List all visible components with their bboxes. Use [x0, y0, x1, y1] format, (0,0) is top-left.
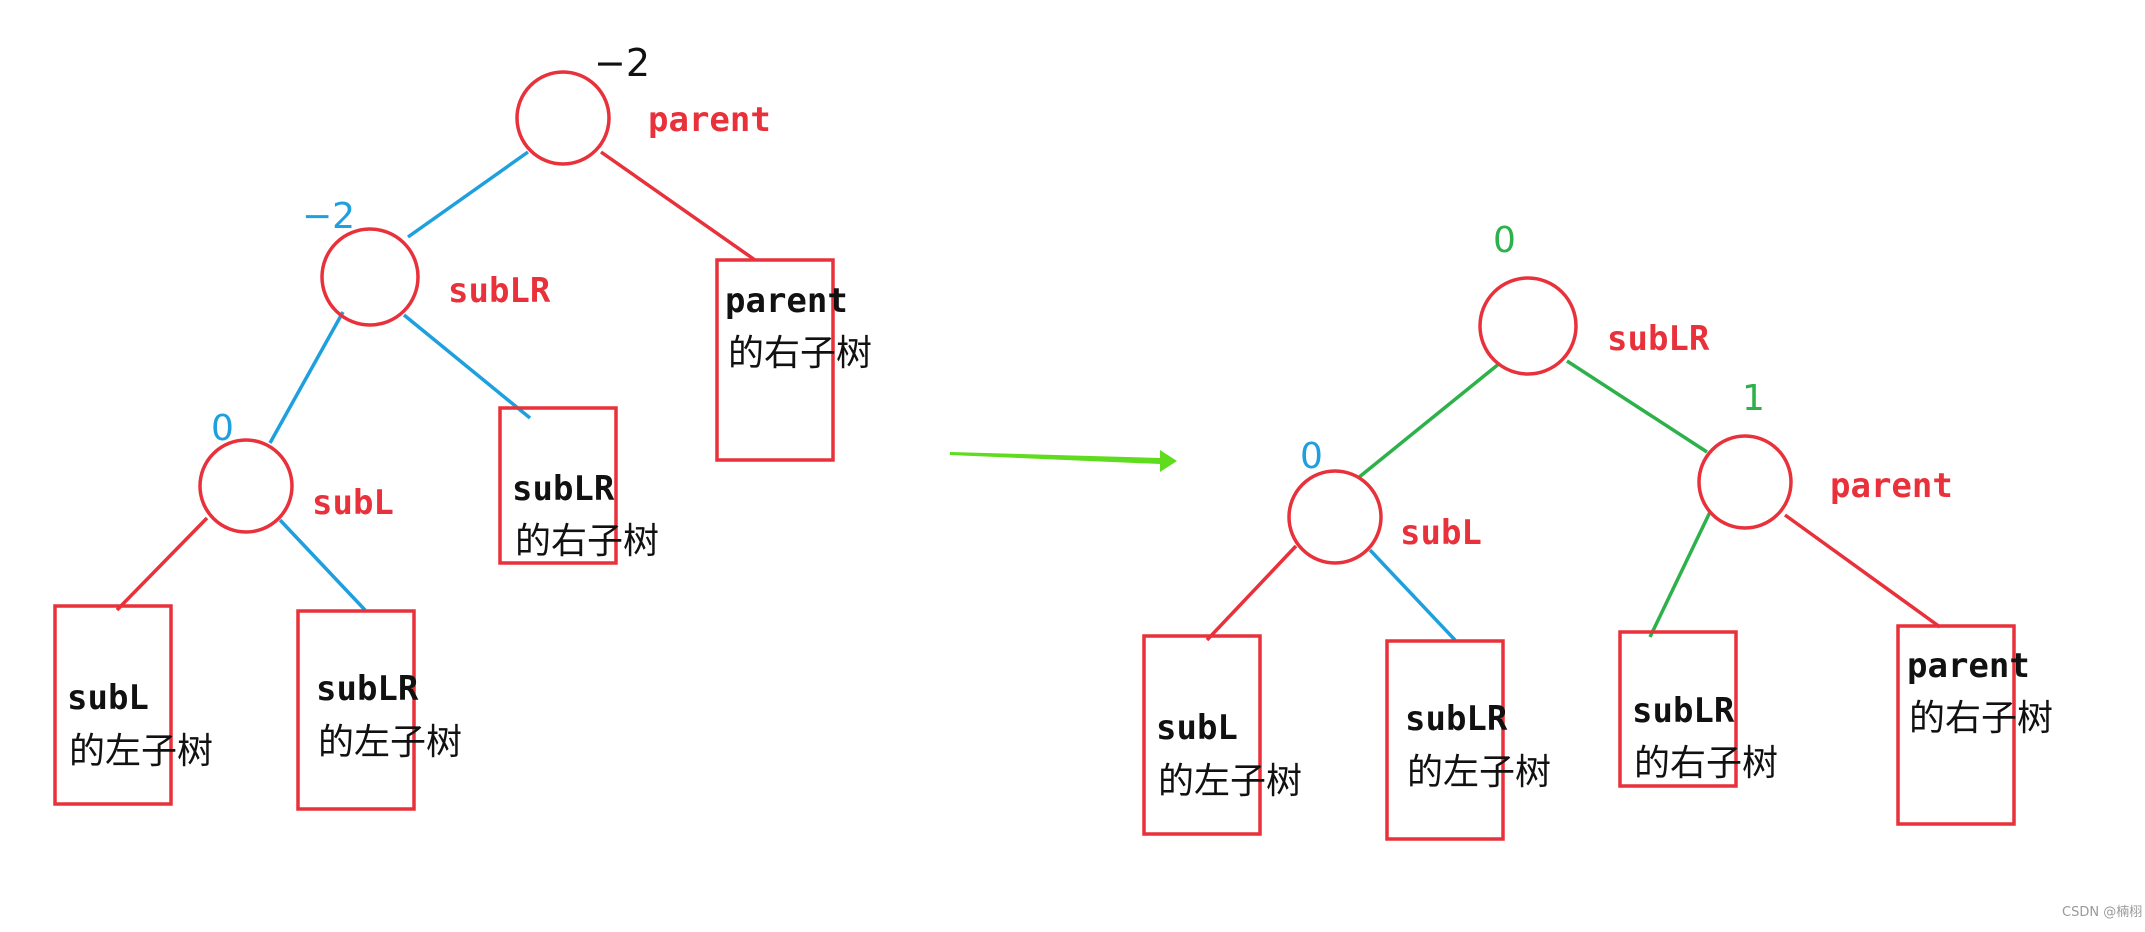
edge-parent-right	[599, 150, 757, 262]
node-parent	[515, 70, 611, 166]
sublr-right-subtree-caption: 的右子树	[1634, 743, 1778, 784]
arrow-shape	[950, 450, 1177, 472]
edge-parent-right	[1783, 513, 1942, 629]
node-sublr	[320, 227, 420, 327]
rotation-arrow	[950, 450, 1177, 472]
subl-balance-factor: 0	[1300, 436, 1323, 477]
subl-left-subtree-name: subL	[67, 678, 149, 718]
parent-balance-factor: −2	[594, 41, 650, 85]
parent-right-subtree-caption: 的右子树	[1909, 698, 2053, 739]
left-tree: −2 −2 0 parent subLR subL parent 的右子树 su…	[53, 41, 872, 811]
sublr-label: subLR	[448, 271, 551, 311]
subl-label: subL	[1400, 513, 1482, 553]
sublr-left-subtree-box	[1385, 639, 1505, 841]
subl-left-subtree-caption: 的左子树	[69, 731, 213, 772]
right-tree: 0 0 1 subLR subL parent subL 的左子树 subLR …	[1142, 220, 2053, 841]
sublr-left-subtree-caption: 的左子树	[1407, 752, 1551, 793]
sublr-right-subtree-box	[498, 406, 618, 565]
parent-right-subtree-box	[715, 258, 835, 462]
sublr-left-subtree-box	[296, 609, 416, 811]
parent-right-subtree-name: parent	[1907, 646, 2030, 686]
node-sublr	[1478, 276, 1578, 376]
sublr-left-subtree-caption: 的左子树	[318, 722, 462, 763]
edge-sublr-subl	[1356, 361, 1502, 480]
sublr-balance-factor: 0	[1493, 220, 1516, 261]
edge-sublr-subl	[268, 311, 345, 444]
edge-sublr-parent	[1566, 359, 1708, 454]
parent-label: parent	[648, 100, 771, 140]
parent-right-subtree-name: parent	[725, 281, 848, 321]
sublr-left-subtree-name: subLR	[1405, 699, 1508, 739]
watermark: CSDN @楠栩	[2062, 905, 2142, 920]
node-subl	[198, 438, 294, 534]
subl-left-subtree-box	[1142, 634, 1262, 836]
edge-subl-right	[278, 518, 367, 612]
sublr-label: subLR	[1607, 319, 1710, 359]
edge-parent-left	[1648, 511, 1712, 638]
parent-right-subtree-caption: 的右子树	[728, 333, 872, 374]
subl-left-subtree-box	[53, 604, 173, 806]
sublr-right-subtree-box	[1618, 630, 1738, 788]
subl-balance-factor: 0	[211, 408, 234, 449]
parent-right-subtree-box	[1896, 624, 2016, 826]
sublr-balance-factor: −2	[302, 196, 355, 237]
node-parent	[1697, 434, 1793, 530]
edge-subl-left	[115, 516, 209, 612]
edge-subl-right	[1368, 548, 1457, 642]
parent-balance-factor: 1	[1742, 378, 1765, 419]
sublr-left-subtree-name: subLR	[316, 669, 419, 709]
parent-label: parent	[1830, 466, 1953, 506]
sublr-right-subtree-name: subLR	[1632, 691, 1735, 731]
subl-label: subL	[312, 483, 394, 523]
sublr-right-subtree-name: subLR	[512, 469, 615, 509]
subl-left-subtree-caption: 的左子树	[1158, 761, 1302, 802]
edge-parent-sublr	[406, 150, 530, 239]
edge-subl-left	[1205, 544, 1298, 642]
edge-sublr-right	[402, 313, 532, 420]
node-subl	[1287, 469, 1383, 565]
sublr-right-subtree-caption: 的右子树	[515, 521, 659, 562]
subl-left-subtree-name: subL	[1156, 708, 1238, 748]
